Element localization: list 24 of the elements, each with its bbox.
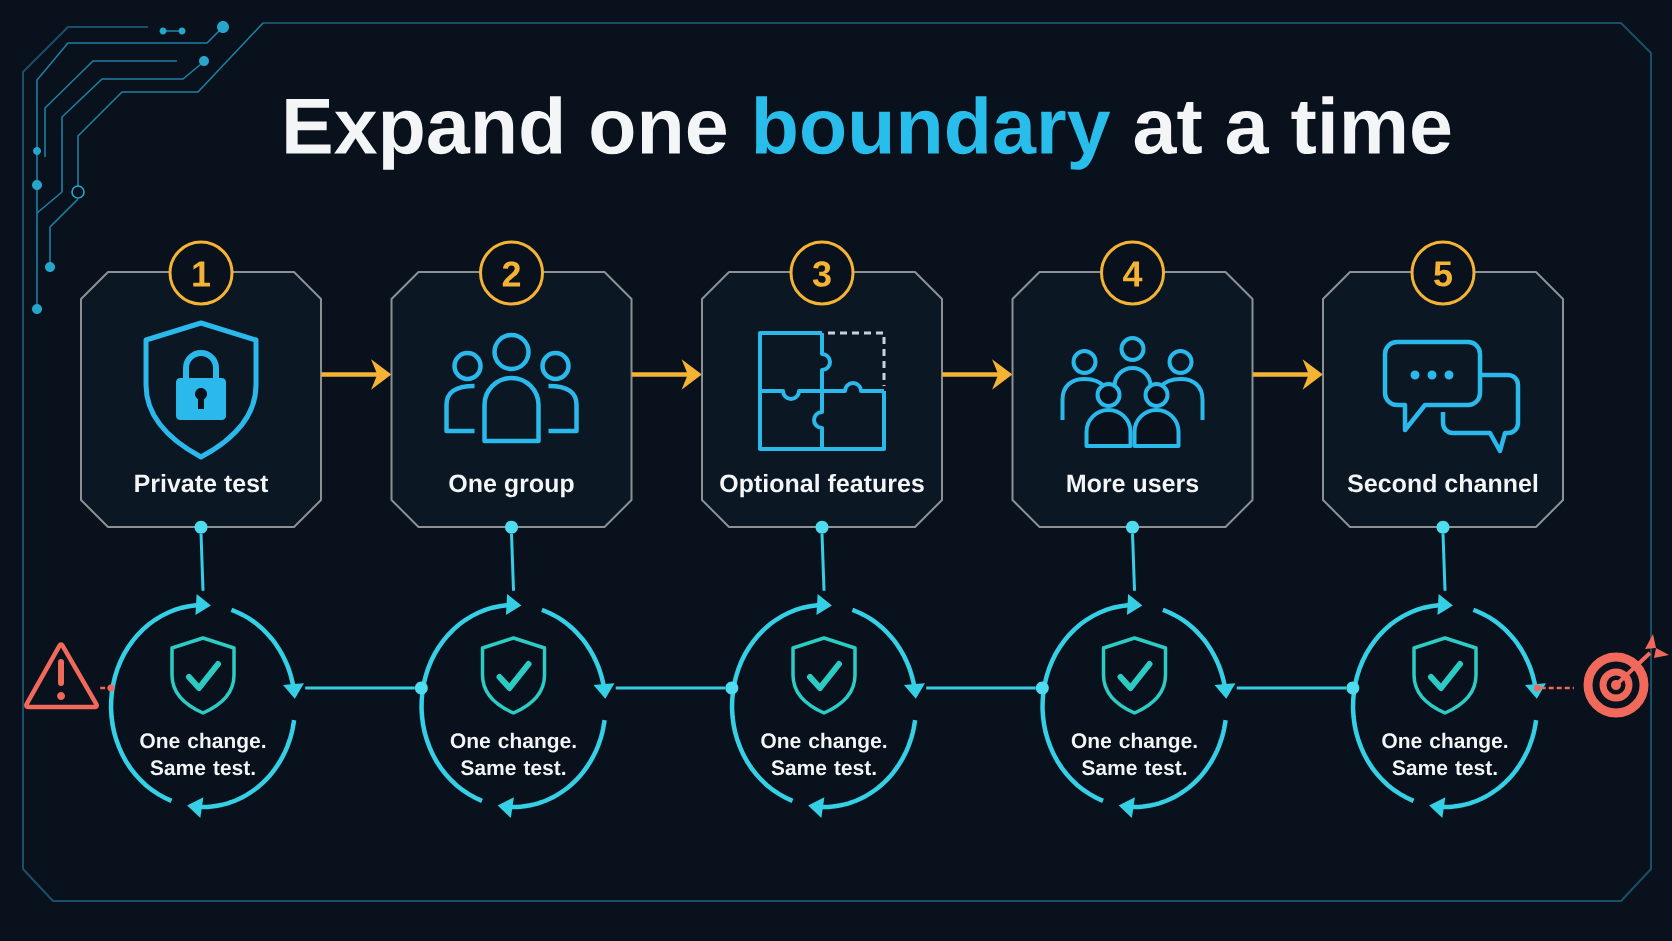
connector-line <box>1441 533 1447 591</box>
connector-line <box>1236 686 1347 690</box>
dashed-connector <box>1540 686 1574 690</box>
dashed-connector <box>100 686 108 690</box>
cycle-ring: One change. Same test. <box>108 594 304 819</box>
connector-line <box>820 533 826 591</box>
cycle-ring: One change. Same test. <box>1040 594 1236 819</box>
connector-line <box>926 686 1036 690</box>
cycle-ring: One change. Same test. <box>1350 594 1546 819</box>
connector-line <box>305 686 415 690</box>
number-badge: 3 <box>789 240 855 306</box>
connector-line <box>199 533 205 591</box>
target-icon <box>1583 634 1669 718</box>
title: Expand one boundary at a time <box>286 96 1451 170</box>
warning-icon <box>23 642 100 710</box>
connector-line <box>1131 533 1136 591</box>
number-badge: 5 <box>1410 240 1476 306</box>
connector-line <box>615 686 726 690</box>
number-badge: 1 <box>168 240 234 306</box>
number-badge: 2 <box>479 240 544 306</box>
cycle-ring: One change. Same test. <box>419 594 615 819</box>
cycle-ring: One change. Same test. <box>729 594 925 819</box>
number-badge: 4 <box>1100 240 1165 306</box>
connector-line <box>510 533 515 591</box>
